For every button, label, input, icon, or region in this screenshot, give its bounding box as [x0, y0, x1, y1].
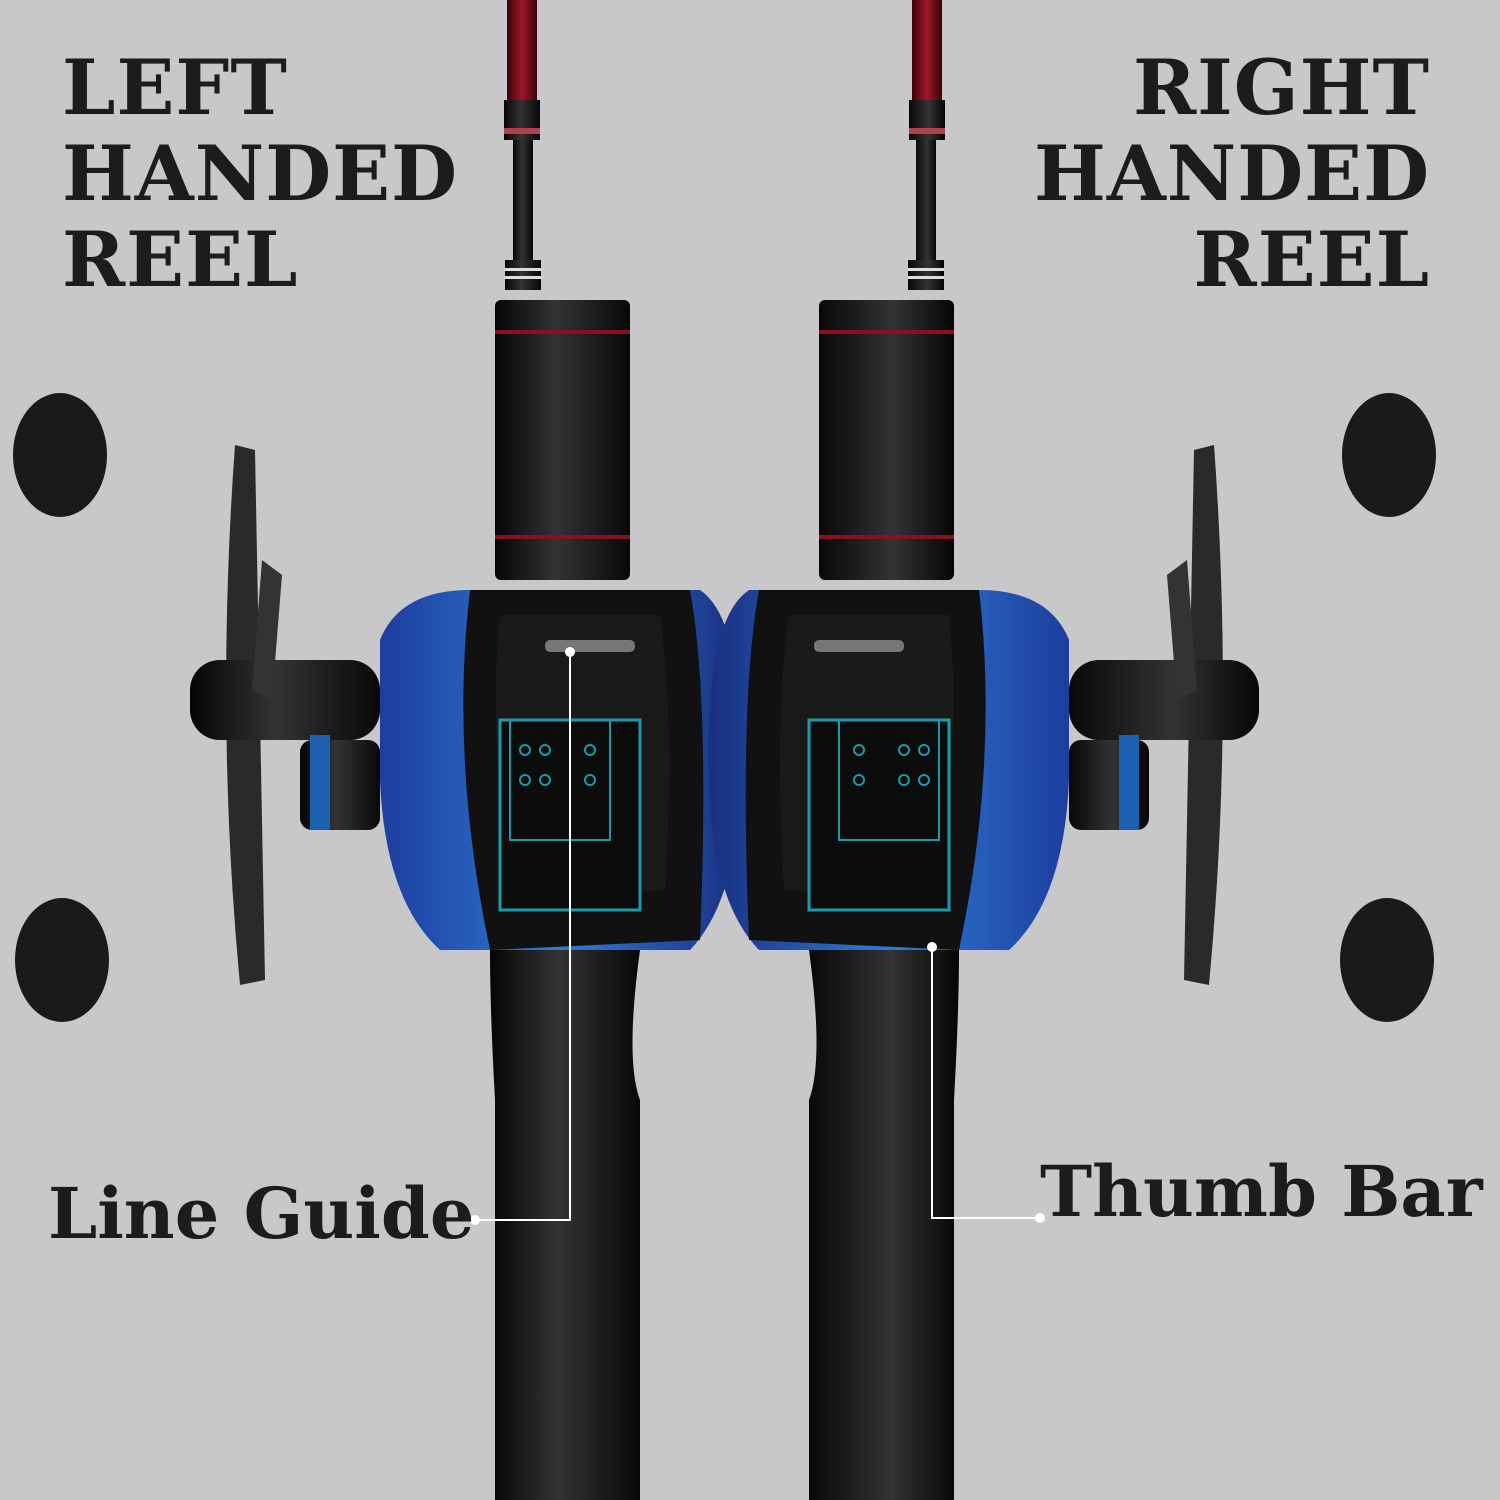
title-line: REEL: [62, 215, 299, 304]
line-guide-dot: [565, 647, 575, 657]
title-line: HANDED: [62, 129, 458, 218]
thumb-bar-label: Thumb Bar: [1040, 1150, 1483, 1233]
thumb-bar-callout-line: [931, 947, 1040, 1219]
line-guide-label: Line Guide: [48, 1172, 475, 1255]
title-line: HANDED: [1034, 129, 1430, 218]
thumb-bar-dot: [927, 942, 937, 952]
left-handed-reel-title: LEFT HANDED REEL: [62, 45, 458, 303]
thumb-bar-label-dot: [1035, 1213, 1045, 1223]
right-handed-reel-title: RIGHT HANDED REEL: [1034, 45, 1430, 303]
title-line: RIGHT: [1133, 43, 1430, 132]
title-line: REEL: [1193, 215, 1430, 304]
title-line: LEFT: [62, 43, 288, 132]
line-guide-callout-line: [475, 652, 571, 1221]
line-guide-label-dot: [470, 1215, 480, 1225]
